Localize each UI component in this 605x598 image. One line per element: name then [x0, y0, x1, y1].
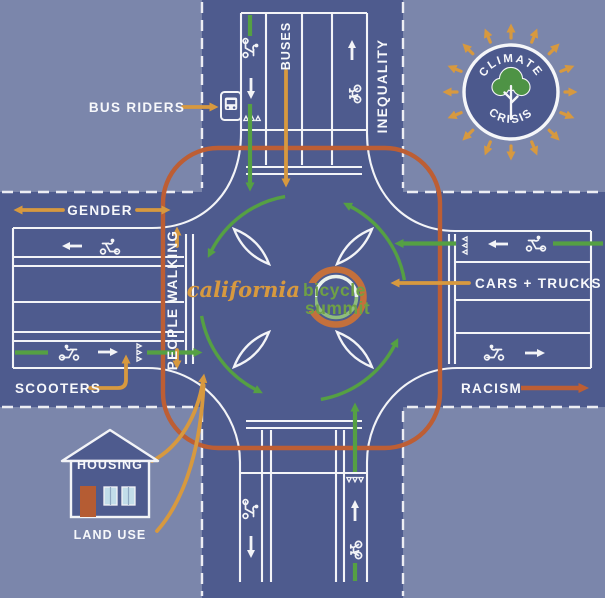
- house-icon: [60, 428, 160, 519]
- scooters-arrow: [88, 354, 131, 390]
- yield-triangles: [136, 114, 468, 484]
- logo-ring-inner-green: [313, 296, 359, 320]
- circulation-arc-se: [320, 338, 399, 402]
- logo-ring-gap: [301, 283, 315, 311]
- leaf-northwest: [231, 226, 272, 267]
- people-walking-label: PEOPLE WALKING: [165, 230, 180, 370]
- scooters-label: SCOOTERS: [15, 381, 101, 396]
- house-door: [80, 486, 96, 517]
- leaf-northeast: [334, 226, 375, 267]
- circulation-arc-ne: [343, 202, 407, 281]
- roundabout-leaves: [231, 226, 375, 370]
- land-use-label: LAND USE: [74, 528, 147, 542]
- bike-lane-lines: [15, 15, 603, 581]
- lane-markings: [11, 11, 593, 582]
- logo-california: california: [187, 277, 300, 302]
- logo-bicycle: bicycle: [303, 280, 366, 300]
- labels: BUS RIDERS BUSES INEQUALITY GENDER PEOPL…: [15, 22, 602, 542]
- curb-northeast: [365, 13, 591, 233]
- lane-arrows: [62, 40, 545, 558]
- yield-west: [136, 342, 143, 363]
- yield-east: [461, 235, 468, 256]
- land-use-arrow: [155, 383, 206, 533]
- yield-south: [345, 476, 365, 484]
- crosswalk-north: [246, 165, 362, 176]
- housing-arrow: [150, 373, 208, 463]
- bus-riders-label: BUS RIDERS: [89, 100, 185, 115]
- circulation-arrows: [199, 194, 407, 402]
- climate-crisis-badge: CLIMATE CRISIS: [442, 23, 578, 161]
- crosswalk-south: [246, 419, 362, 430]
- circulation-arc-sw: [199, 315, 263, 394]
- gold-arrows: [13, 69, 471, 533]
- racism-label: RACISM: [461, 381, 522, 396]
- circulation-arc-nw: [207, 194, 286, 258]
- housing-label: HOUSING: [77, 458, 143, 472]
- crosswalk-west: [184, 234, 195, 364]
- racism-loop: [160, 145, 443, 451]
- lane-lines-east: [456, 260, 591, 335]
- tree-icon: [491, 66, 531, 121]
- buses-label: BUSES: [279, 22, 293, 71]
- lane-lines-north: [264, 13, 334, 165]
- curb-southwest: [13, 366, 242, 582]
- racism-loop-group: [160, 145, 589, 451]
- gender-label: GENDER: [67, 203, 133, 218]
- logo-summit: summit: [305, 298, 370, 318]
- lane-lines-west: [13, 255, 184, 343]
- crosswalk-east: [447, 234, 457, 364]
- radiating-arrows-icon: [442, 23, 578, 161]
- leaf-southeast: [334, 329, 375, 370]
- curb-southeast: [365, 366, 591, 582]
- inequality-label: INEQUALITY: [375, 39, 390, 134]
- bus-stop-icon: [220, 91, 242, 121]
- logo-ring-inner-light: [313, 274, 359, 298]
- cars-trucks-label: CARS + TRUCKS: [475, 276, 602, 291]
- leaf-southwest: [231, 329, 272, 370]
- summit-logo: california bicycle summit: [187, 266, 370, 328]
- lane-lines-south: [260, 430, 346, 582]
